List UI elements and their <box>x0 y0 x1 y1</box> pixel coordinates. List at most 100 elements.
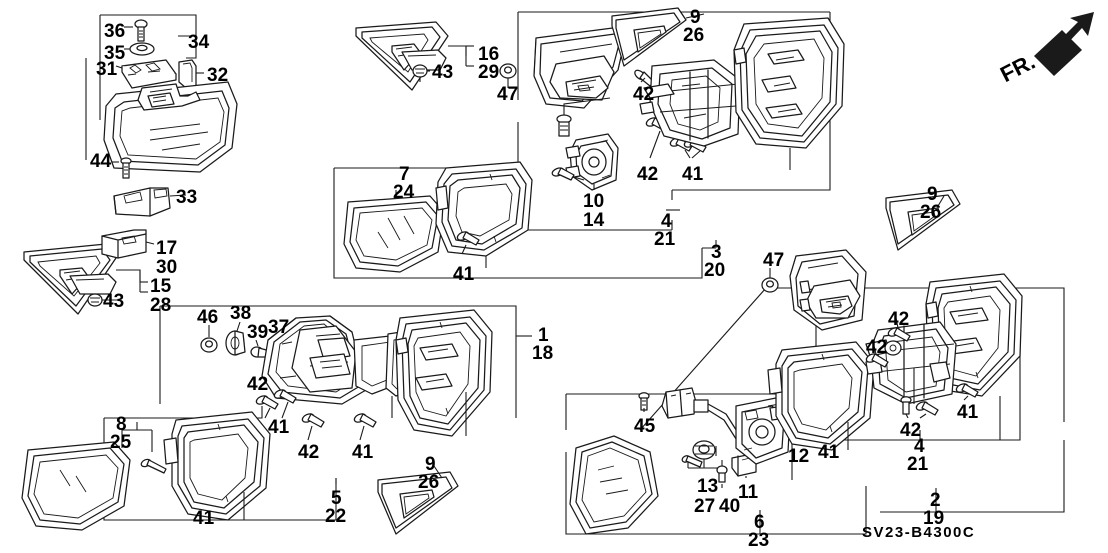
callout-16: 16 <box>478 44 500 65</box>
callout-38: 38 <box>230 303 252 324</box>
callout-42-a: 42 <box>633 84 655 105</box>
callout-24: 24 <box>393 182 415 203</box>
part-43-clip-a <box>412 64 430 82</box>
part-38-bushing <box>225 321 246 356</box>
callout-42-f: 42 <box>866 337 888 358</box>
callout-14: 14 <box>583 210 605 231</box>
diagram-code: SV23-B4300C <box>862 524 976 541</box>
callout-13: 13 <box>697 476 719 497</box>
part-mirror-bracket-upper <box>639 59 741 147</box>
callout-42-d: 42 <box>298 442 320 463</box>
callout-47-a: 47 <box>497 84 519 105</box>
callout-44: 44 <box>90 151 112 172</box>
callout-4-a: 4 <box>661 211 672 232</box>
part-36-screw <box>124 19 148 42</box>
callout-6: 6 <box>754 512 765 533</box>
part-15-28-mirror-garnish-left <box>23 243 148 315</box>
callout-26-c: 26 <box>418 472 440 493</box>
callout-41-d: 41 <box>352 442 374 463</box>
callout-39: 39 <box>247 322 269 343</box>
callout-28: 28 <box>150 295 172 316</box>
callout-1: 1 <box>538 325 549 346</box>
part-35-washer <box>124 42 155 56</box>
callout-21-a: 21 <box>654 229 676 250</box>
part-27-pin <box>681 455 703 468</box>
callout-9-c: 9 <box>425 454 436 475</box>
part-mirror-housing-lower-right <box>789 249 867 331</box>
part-41-screw-b <box>456 231 480 255</box>
part-9-26-reflector-c <box>885 189 961 251</box>
callout-20: 20 <box>704 260 726 281</box>
callout-33: 33 <box>176 187 198 208</box>
part-42-screw-a <box>551 167 585 181</box>
callout-42-g: 42 <box>900 420 922 441</box>
part-32-cover <box>178 59 204 89</box>
callout-31: 31 <box>96 59 118 80</box>
fr-arrow-icon <box>1034 12 1094 76</box>
callout-3: 3 <box>711 242 722 263</box>
group-bracket-1-18 <box>159 305 532 418</box>
part-6-23-mirror-glass-right <box>569 435 659 535</box>
callout-42-b: 42 <box>637 164 659 185</box>
callout-9-b: 9 <box>927 184 938 205</box>
callout-2: 2 <box>930 490 941 511</box>
callout-4-b: 4 <box>914 436 925 457</box>
callout-22: 22 <box>325 506 347 527</box>
part-mirror-frame-upper <box>435 161 533 268</box>
part-screw-mirror-mount <box>556 97 611 137</box>
callout-25: 25 <box>110 432 132 453</box>
group-bracket-34 <box>100 14 197 59</box>
callout-32: 32 <box>207 65 229 86</box>
callout-42-c: 42 <box>247 374 269 395</box>
callout-11: 11 <box>738 482 759 503</box>
callout-43-b: 43 <box>103 291 125 312</box>
part-7-24-mirror-glass-upper <box>343 190 445 273</box>
callout-21-b: 21 <box>907 454 929 475</box>
part-mirror-frame-left <box>163 411 271 521</box>
callout-36: 36 <box>104 21 126 42</box>
callout-46: 46 <box>197 307 219 328</box>
callout-27: 27 <box>694 496 716 517</box>
callout-34: 34 <box>188 32 210 53</box>
part-9-26-reflector-a <box>611 7 705 67</box>
part-41-screw-d <box>353 413 377 441</box>
part-16-29-mirror-garnish <box>355 21 474 91</box>
part-mirror-frame-lower-right <box>767 341 875 451</box>
callout-45: 45 <box>634 416 656 437</box>
callout-41-f: 41 <box>818 442 840 463</box>
part-17-30-cap <box>101 229 155 259</box>
callout-41-e: 41 <box>193 508 215 529</box>
part-42-screw-i <box>900 396 912 419</box>
part-41-screw-g <box>955 383 979 401</box>
part-42-screw-g <box>887 317 911 342</box>
callout-40: 40 <box>719 496 741 517</box>
part-8-25-mirror-glass-left <box>21 422 153 531</box>
callout-41-b: 41 <box>453 264 475 285</box>
part-42-screw-e <box>255 395 279 419</box>
callout-26-b: 26 <box>920 202 942 223</box>
part-31-mount-base <box>115 59 177 89</box>
part-45-screw <box>638 392 650 412</box>
callout-17: 17 <box>156 238 178 259</box>
part-47-nut-a <box>499 63 517 88</box>
part-33-cover <box>113 187 187 217</box>
callout-7: 7 <box>399 164 410 185</box>
callout-19: 19 <box>923 508 945 529</box>
part-13-grommet <box>687 440 723 469</box>
callout-41-g: 41 <box>957 402 979 423</box>
part-42-screw-j <box>915 401 939 419</box>
part-41-screw-c <box>273 389 297 419</box>
callout-37: 37 <box>268 317 290 338</box>
part-40-clip <box>716 465 728 488</box>
part-1-18-mirror-cover <box>395 309 493 437</box>
callout-29: 29 <box>478 62 500 83</box>
part-3-20-mirror-housing-cap <box>733 17 845 170</box>
part-42-screw-f <box>301 413 325 441</box>
part-mirror-housing-upper-left <box>533 25 629 109</box>
group-bracket-2-19 <box>639 287 1065 513</box>
part-rearview-mirror-body <box>103 81 238 173</box>
part-44-screw <box>112 157 132 179</box>
part-8-25-pin <box>140 458 167 474</box>
callout-5: 5 <box>331 488 342 509</box>
